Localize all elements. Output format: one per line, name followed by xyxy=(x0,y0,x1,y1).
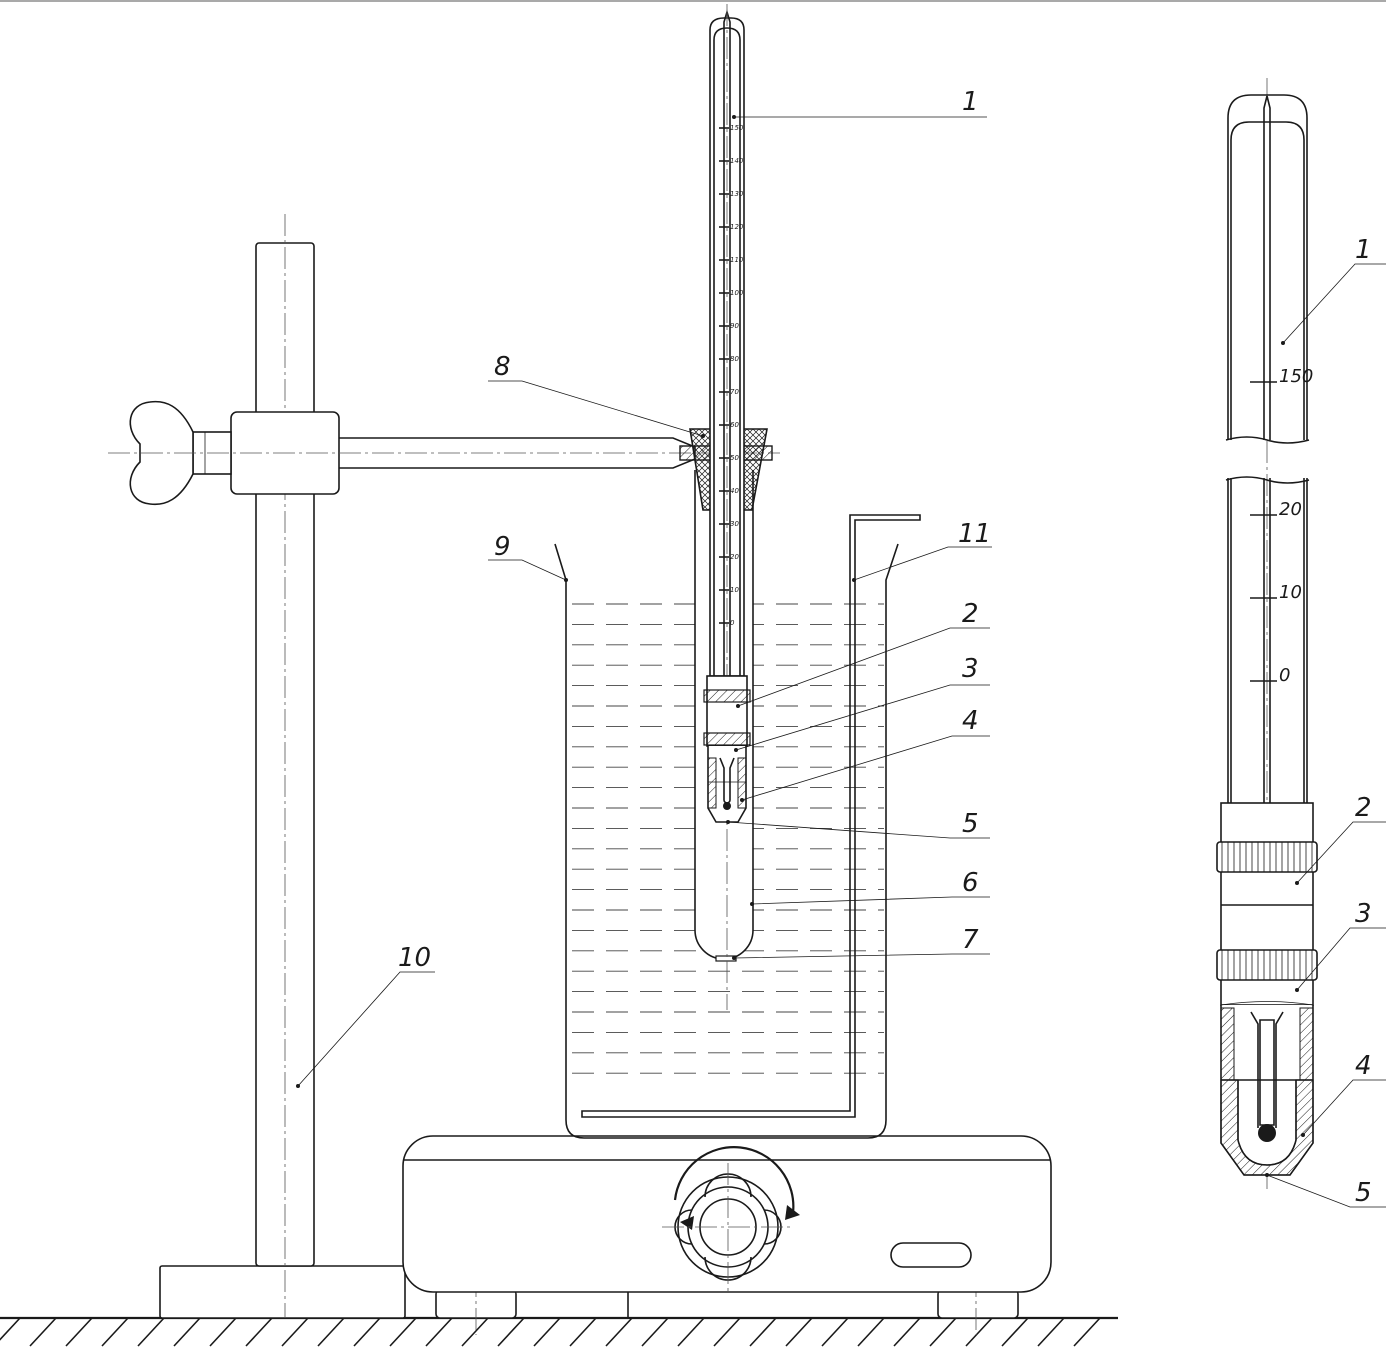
scale-label: 150 xyxy=(730,124,744,132)
temperature-knob xyxy=(662,1146,800,1292)
detail-callout-4: 4 xyxy=(1355,1051,1372,1081)
detail-callout-1: 1 xyxy=(1355,235,1372,265)
scale-label: 30 xyxy=(730,520,739,528)
callout-9: 9 xyxy=(494,532,511,562)
callout-1: 1 xyxy=(962,87,979,117)
detail-callout-3: 3 xyxy=(1355,899,1372,929)
callout-6: 6 xyxy=(962,868,979,898)
callout-10: 10 xyxy=(398,943,431,973)
scale-label: 80 xyxy=(730,355,739,363)
scale-label: 0 xyxy=(730,619,735,627)
scale-label: 70 xyxy=(730,388,739,396)
detail-callout-2: 2 xyxy=(1355,793,1372,823)
probe-rod xyxy=(581,514,921,1118)
detail-callout-5: 5 xyxy=(1355,1178,1372,1208)
scale-label: 120 xyxy=(730,223,744,231)
callout-2: 2 xyxy=(962,599,979,629)
scale-label: 60 xyxy=(730,421,739,429)
scale-label: 20 xyxy=(730,553,739,561)
floor xyxy=(0,1316,1118,1347)
scale-label: 110 xyxy=(730,256,744,264)
detail-view: 150 20 10 0 1 2 xyxy=(1216,78,1386,1208)
callout-3: 3 xyxy=(962,654,979,684)
detail-scale-20: 20 xyxy=(1279,499,1302,520)
scale-label: 140 xyxy=(730,157,744,165)
callout-5: 5 xyxy=(962,809,979,839)
scale-label: 40 xyxy=(730,487,739,495)
detail-scale-10: 10 xyxy=(1279,582,1302,603)
scale-label: 100 xyxy=(730,289,744,297)
scale-label: 90 xyxy=(730,322,739,330)
detail-scale-0: 0 xyxy=(1279,665,1290,686)
retort-stand xyxy=(108,214,780,1319)
callout-4: 4 xyxy=(962,706,979,736)
callout-8: 8 xyxy=(494,352,511,382)
detail-scale-150: 150 xyxy=(1279,366,1313,387)
callout-11: 11 xyxy=(958,519,991,549)
scale-label: 130 xyxy=(730,190,744,198)
sample-disk xyxy=(715,955,737,962)
callout-7: 7 xyxy=(962,925,979,955)
main-callouts: 1 2 3 4 5 6 7 8 9 10 11 xyxy=(296,87,992,1088)
scale-label: 10 xyxy=(730,586,739,594)
scale-label: 50 xyxy=(730,454,739,462)
